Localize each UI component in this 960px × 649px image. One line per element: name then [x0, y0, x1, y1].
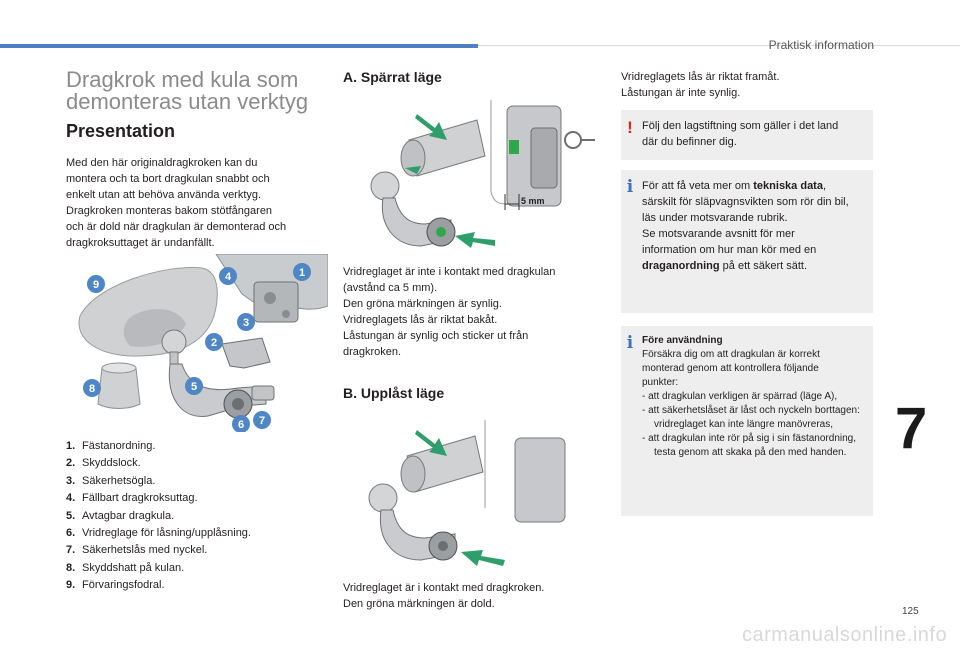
page-title: Dragkrok med kula som demonteras utan ve…	[66, 69, 336, 113]
callout-8: 8	[89, 383, 95, 395]
intro-paragraph: Med den här originaldragkroken kan du mo…	[66, 157, 287, 249]
warning-icon: !	[627, 118, 633, 137]
warning-text: Följ den lagstiftning som gäller i det l…	[642, 120, 839, 148]
legend-item: 5.Avtagbar dragkula.	[66, 509, 175, 522]
legend-item: 4.Fällbart dragkroksuttag.	[66, 492, 198, 505]
chapter-number: 7	[895, 396, 928, 461]
legend-item: 7.Säkerhetslås med nyckel.	[66, 544, 208, 557]
before-use-item: - att dragkulan verkligen är spärrad (lä…	[642, 391, 838, 402]
callout-6: 6	[238, 419, 244, 431]
before-use-intro: Försäkra dig om att dragkulan är korrekt…	[642, 349, 820, 388]
section-heading-presentation: Presentation	[66, 121, 176, 141]
info-icon: i	[626, 333, 634, 353]
callout-1: 1	[299, 267, 305, 279]
legend-item: 8.Skyddshatt på kulan.	[66, 561, 185, 574]
callout-7: 7	[259, 415, 265, 427]
unlocked-position-figure	[368, 420, 566, 566]
dimension-label: 5 mm	[521, 196, 545, 206]
locked-position-figure: 5 mm	[370, 100, 595, 248]
section-heading-unlocked: B. Upplåst läge	[343, 385, 445, 401]
watermark: carmanualsonline.info	[742, 624, 948, 646]
callout-9: 9	[93, 279, 99, 291]
callout-5: 5	[191, 381, 197, 393]
page-title-line1: Dragkrok med kula som	[66, 67, 299, 92]
unlocked-description: Vridreglaget är i kontakt med dragkroken…	[343, 582, 545, 610]
before-use-title: Före användning	[642, 335, 723, 346]
before-use-item: - att dragkulan inte rör på sig i sin fä…	[642, 433, 857, 458]
legend-item: 3.Säkerhetsögla.	[66, 474, 156, 487]
info-text: För att få veta mer om tekniska data, sä…	[642, 180, 849, 272]
header-rule	[478, 45, 960, 46]
info-box-technical: i För att få veta mer om tekniska data, …	[621, 170, 873, 313]
callout-2: 2	[211, 337, 217, 349]
page-number: 125	[902, 606, 919, 617]
legend-item: 2.Skyddslock.	[66, 457, 141, 470]
before-use-item: - att säkerhetslåset är låst och nyckeln…	[642, 405, 860, 430]
parts-legend: 1.Fästanordning. 2.Skyddslock. 3.Säkerhe…	[66, 438, 336, 595]
before-use-text: Före användning Försäkra dig om att drag…	[642, 334, 870, 460]
legend-item: 1.Fästanordning.	[66, 440, 156, 452]
locked-description: Vridreglaget är inte i kontakt med dragk…	[343, 266, 556, 358]
callout-4: 4	[225, 271, 232, 283]
section-heading-locked: A. Spärrat läge	[343, 69, 442, 85]
legend-item: 9.Förvaringsfodral.	[66, 579, 165, 592]
info-box-before-use: i Före användning Försäkra dig om att dr…	[621, 326, 873, 516]
callout-3: 3	[243, 317, 249, 329]
section-title: Praktisk information	[768, 38, 874, 52]
header-accent-bar	[0, 44, 478, 48]
page-title-line2: demonteras utan verktyg	[66, 89, 309, 114]
towbar-overview-figure: 9 4 1 3 2 8 5 6 7	[78, 254, 328, 432]
legend-item: 6.Vridreglage för låsning/upplåsning.	[66, 527, 251, 540]
unlocked-description-continued: Vridreglagets lås är riktat framåt. Låst…	[621, 71, 780, 99]
info-icon: i	[626, 177, 634, 197]
warning-box: ! Följ den lagstiftning som gäller i det…	[621, 110, 873, 160]
